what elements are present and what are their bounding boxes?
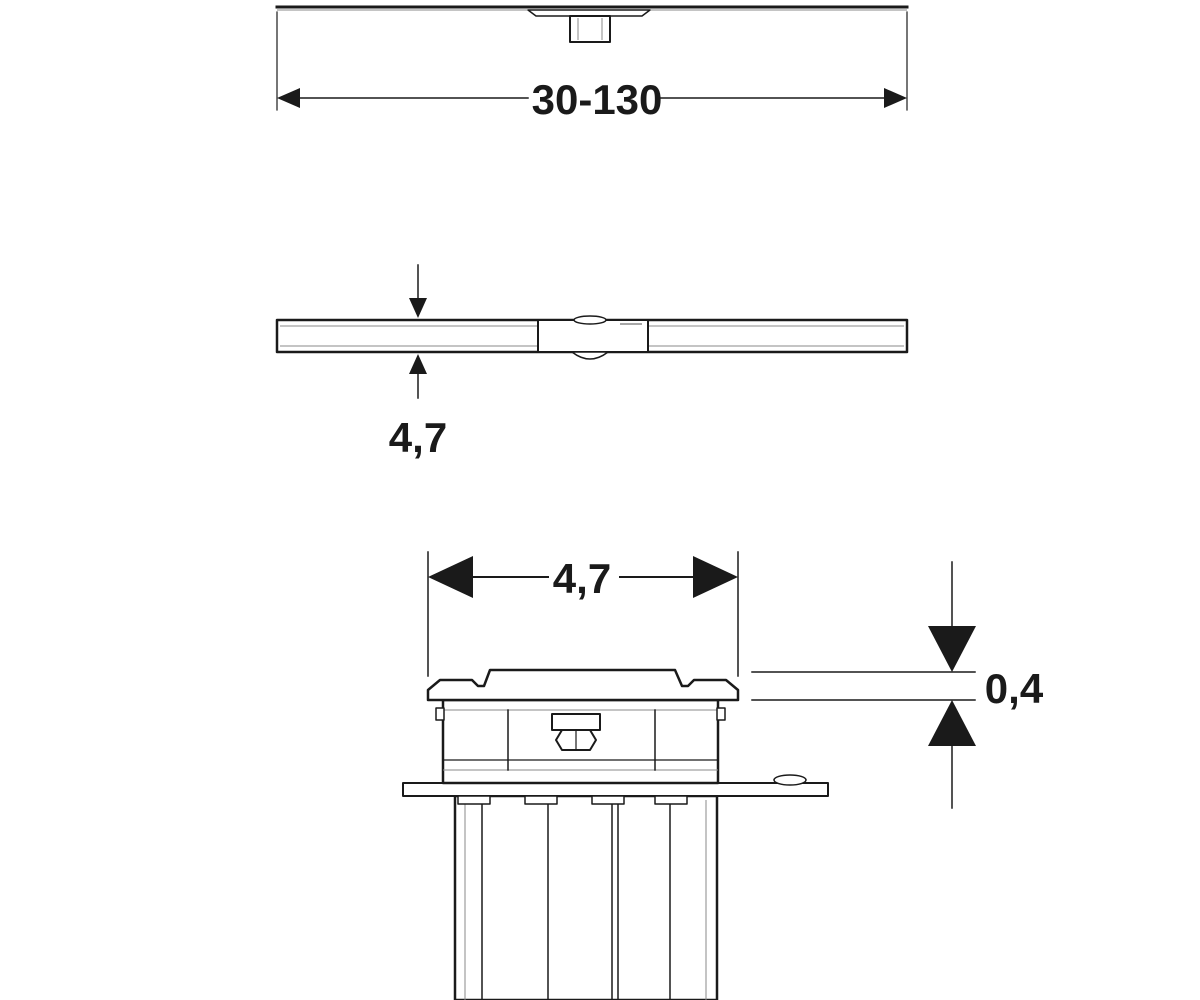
length-label: 30-130: [532, 76, 663, 123]
top-view-height-label: 4,7: [389, 414, 447, 461]
arrow-left-icon: [428, 556, 473, 598]
length-dimension: 30-130: [276, 11, 908, 123]
arrow-right-icon: [693, 556, 738, 598]
section-width-dimension: 4,7: [427, 551, 739, 677]
top-view: [275, 315, 909, 360]
side-view: [275, 5, 909, 43]
top-view-height-dimension: 4,7: [389, 264, 447, 461]
arrow-right-icon: [884, 88, 907, 108]
section-width-label: 4,7: [553, 555, 611, 602]
section-view: [402, 668, 829, 1000]
grate-thickness-dimension: 0,4: [751, 561, 1044, 809]
arrow-up-icon: [409, 354, 427, 374]
grate-thickness-label: 0,4: [985, 665, 1044, 712]
arrow-down-icon: [928, 626, 976, 672]
arrow-left-icon: [277, 88, 300, 108]
arrow-down-icon: [409, 298, 427, 318]
arrow-up-icon: [928, 700, 976, 746]
